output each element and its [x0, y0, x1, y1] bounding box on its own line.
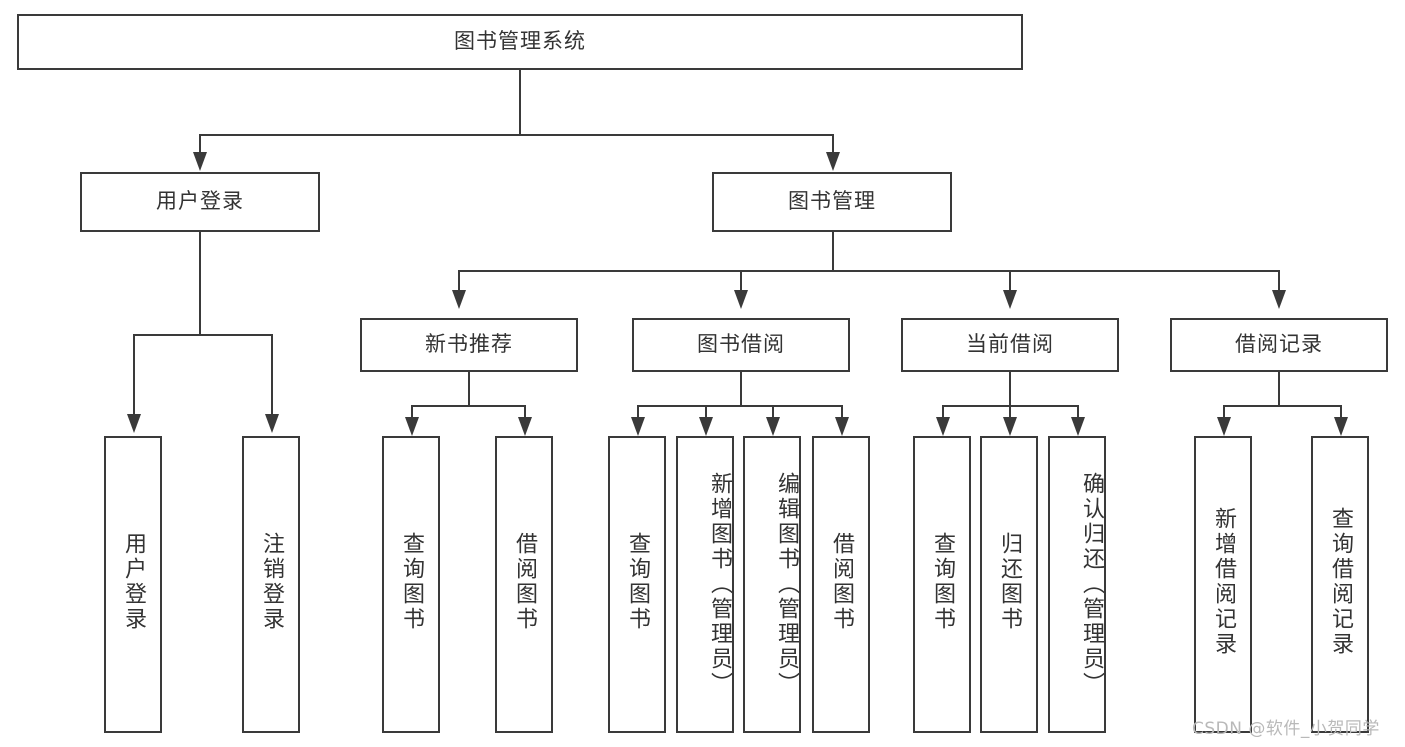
arrowhead-borrow-child-2 — [699, 417, 713, 436]
connector-borrow-child-4 — [841, 405, 843, 419]
arrowhead-current-child-3 — [1071, 417, 1085, 436]
connector-login-to-child-2 — [271, 334, 273, 416]
arrowhead-bookmgmt-newbook — [452, 290, 466, 309]
node-user-login[interactable]: 用户登录 — [80, 172, 320, 232]
connector-root-to-login — [199, 134, 201, 154]
connector-newbook-bar — [411, 405, 525, 407]
connector-current-child-1 — [942, 405, 944, 419]
connector-login-stem — [199, 232, 201, 335]
node-current-borrow[interactable]: 当前借阅 — [901, 318, 1119, 372]
connector-bookmgmt-to-newbook — [458, 270, 460, 292]
connector-newbook-child-1 — [411, 405, 413, 419]
arrowhead-login-child-2 — [265, 414, 279, 433]
connector-borrow-stem — [740, 372, 742, 406]
leaf-current-confirm-return-admin[interactable]: 确认归还（管理员） — [1048, 436, 1106, 733]
connector-borrow-bar — [637, 405, 842, 407]
node-borrow-record[interactable]: 借阅记录 — [1170, 318, 1388, 372]
leaf-borrow-add-book-admin[interactable]: 新增图书（管理员） — [676, 436, 734, 733]
leaf-record-query-record[interactable]: 查询借阅记录 — [1311, 436, 1369, 733]
leaf-current-return-book[interactable]: 归还图书 — [980, 436, 1038, 733]
connector-current-child-2 — [1009, 405, 1011, 419]
leaf-borrow-query-book[interactable]: 查询图书 — [608, 436, 666, 733]
arrowhead-newbook-child-1 — [405, 417, 419, 436]
connector-current-stem — [1009, 372, 1011, 406]
node-book-borrow[interactable]: 图书借阅 — [632, 318, 850, 372]
connector-current-child-3 — [1077, 405, 1079, 419]
connector-root-stem — [519, 70, 521, 135]
arrowhead-record-child-2 — [1334, 417, 1348, 436]
connector-bookmgmt-to-record — [1278, 270, 1280, 292]
connector-bookmgmt-bar — [458, 270, 1280, 272]
arrowhead-borrow-child-3 — [766, 417, 780, 436]
arrowhead-borrow-child-4 — [835, 417, 849, 436]
leaf-record-add-record[interactable]: 新增借阅记录 — [1194, 436, 1252, 733]
leaf-newbook-query-book[interactable]: 查询图书 — [382, 436, 440, 733]
connector-bookmgmt-stem — [832, 232, 834, 271]
arrowhead-bookmgmt-record — [1272, 290, 1286, 309]
leaf-user-login[interactable]: 用户登录 — [104, 436, 162, 733]
arrowhead-current-child-2 — [1003, 417, 1017, 436]
connector-root-to-bookmgmt — [832, 134, 834, 154]
connector-borrow-child-2 — [705, 405, 707, 419]
connector-record-child-1 — [1223, 405, 1225, 419]
leaf-borrow-borrow-book[interactable]: 借阅图书 — [812, 436, 870, 733]
arrowhead-current-child-1 — [936, 417, 950, 436]
csdn-watermark: CSDN @软件_小贺同学 — [1192, 719, 1380, 739]
node-root-system[interactable]: 图书管理系统 — [17, 14, 1023, 70]
node-new-book-recommend[interactable]: 新书推荐 — [360, 318, 578, 372]
node-book-management[interactable]: 图书管理 — [712, 172, 952, 232]
leaf-newbook-borrow-book[interactable]: 借阅图书 — [495, 436, 553, 733]
connector-borrow-child-3 — [772, 405, 774, 419]
arrowhead-bookmgmt-current — [1003, 290, 1017, 309]
arrowhead-login-child-1 — [127, 414, 141, 433]
leaf-borrow-edit-book-admin[interactable]: 编辑图书（管理员） — [743, 436, 801, 733]
leaf-logout[interactable]: 注销登录 — [242, 436, 300, 733]
arrowhead-root-to-login — [193, 152, 207, 171]
connector-record-stem — [1278, 372, 1280, 406]
arrowhead-bookmgmt-borrow — [734, 290, 748, 309]
connector-newbook-child-2 — [524, 405, 526, 419]
connector-newbook-stem — [468, 372, 470, 406]
connector-login-to-child-1 — [133, 334, 135, 416]
arrowhead-record-child-1 — [1217, 417, 1231, 436]
connector-record-child-2 — [1340, 405, 1342, 419]
connector-bookmgmt-to-borrow — [740, 270, 742, 292]
arrowhead-newbook-child-2 — [518, 417, 532, 436]
connector-login-bar — [133, 334, 273, 336]
connector-bookmgmt-to-current — [1009, 270, 1011, 292]
leaf-current-query-book[interactable]: 查询图书 — [913, 436, 971, 733]
arrowhead-root-to-bookmgmt — [826, 152, 840, 171]
connector-borrow-child-1 — [637, 405, 639, 419]
connector-record-bar — [1223, 405, 1341, 407]
arrowhead-borrow-child-1 — [631, 417, 645, 436]
connector-root-bar — [199, 134, 833, 136]
